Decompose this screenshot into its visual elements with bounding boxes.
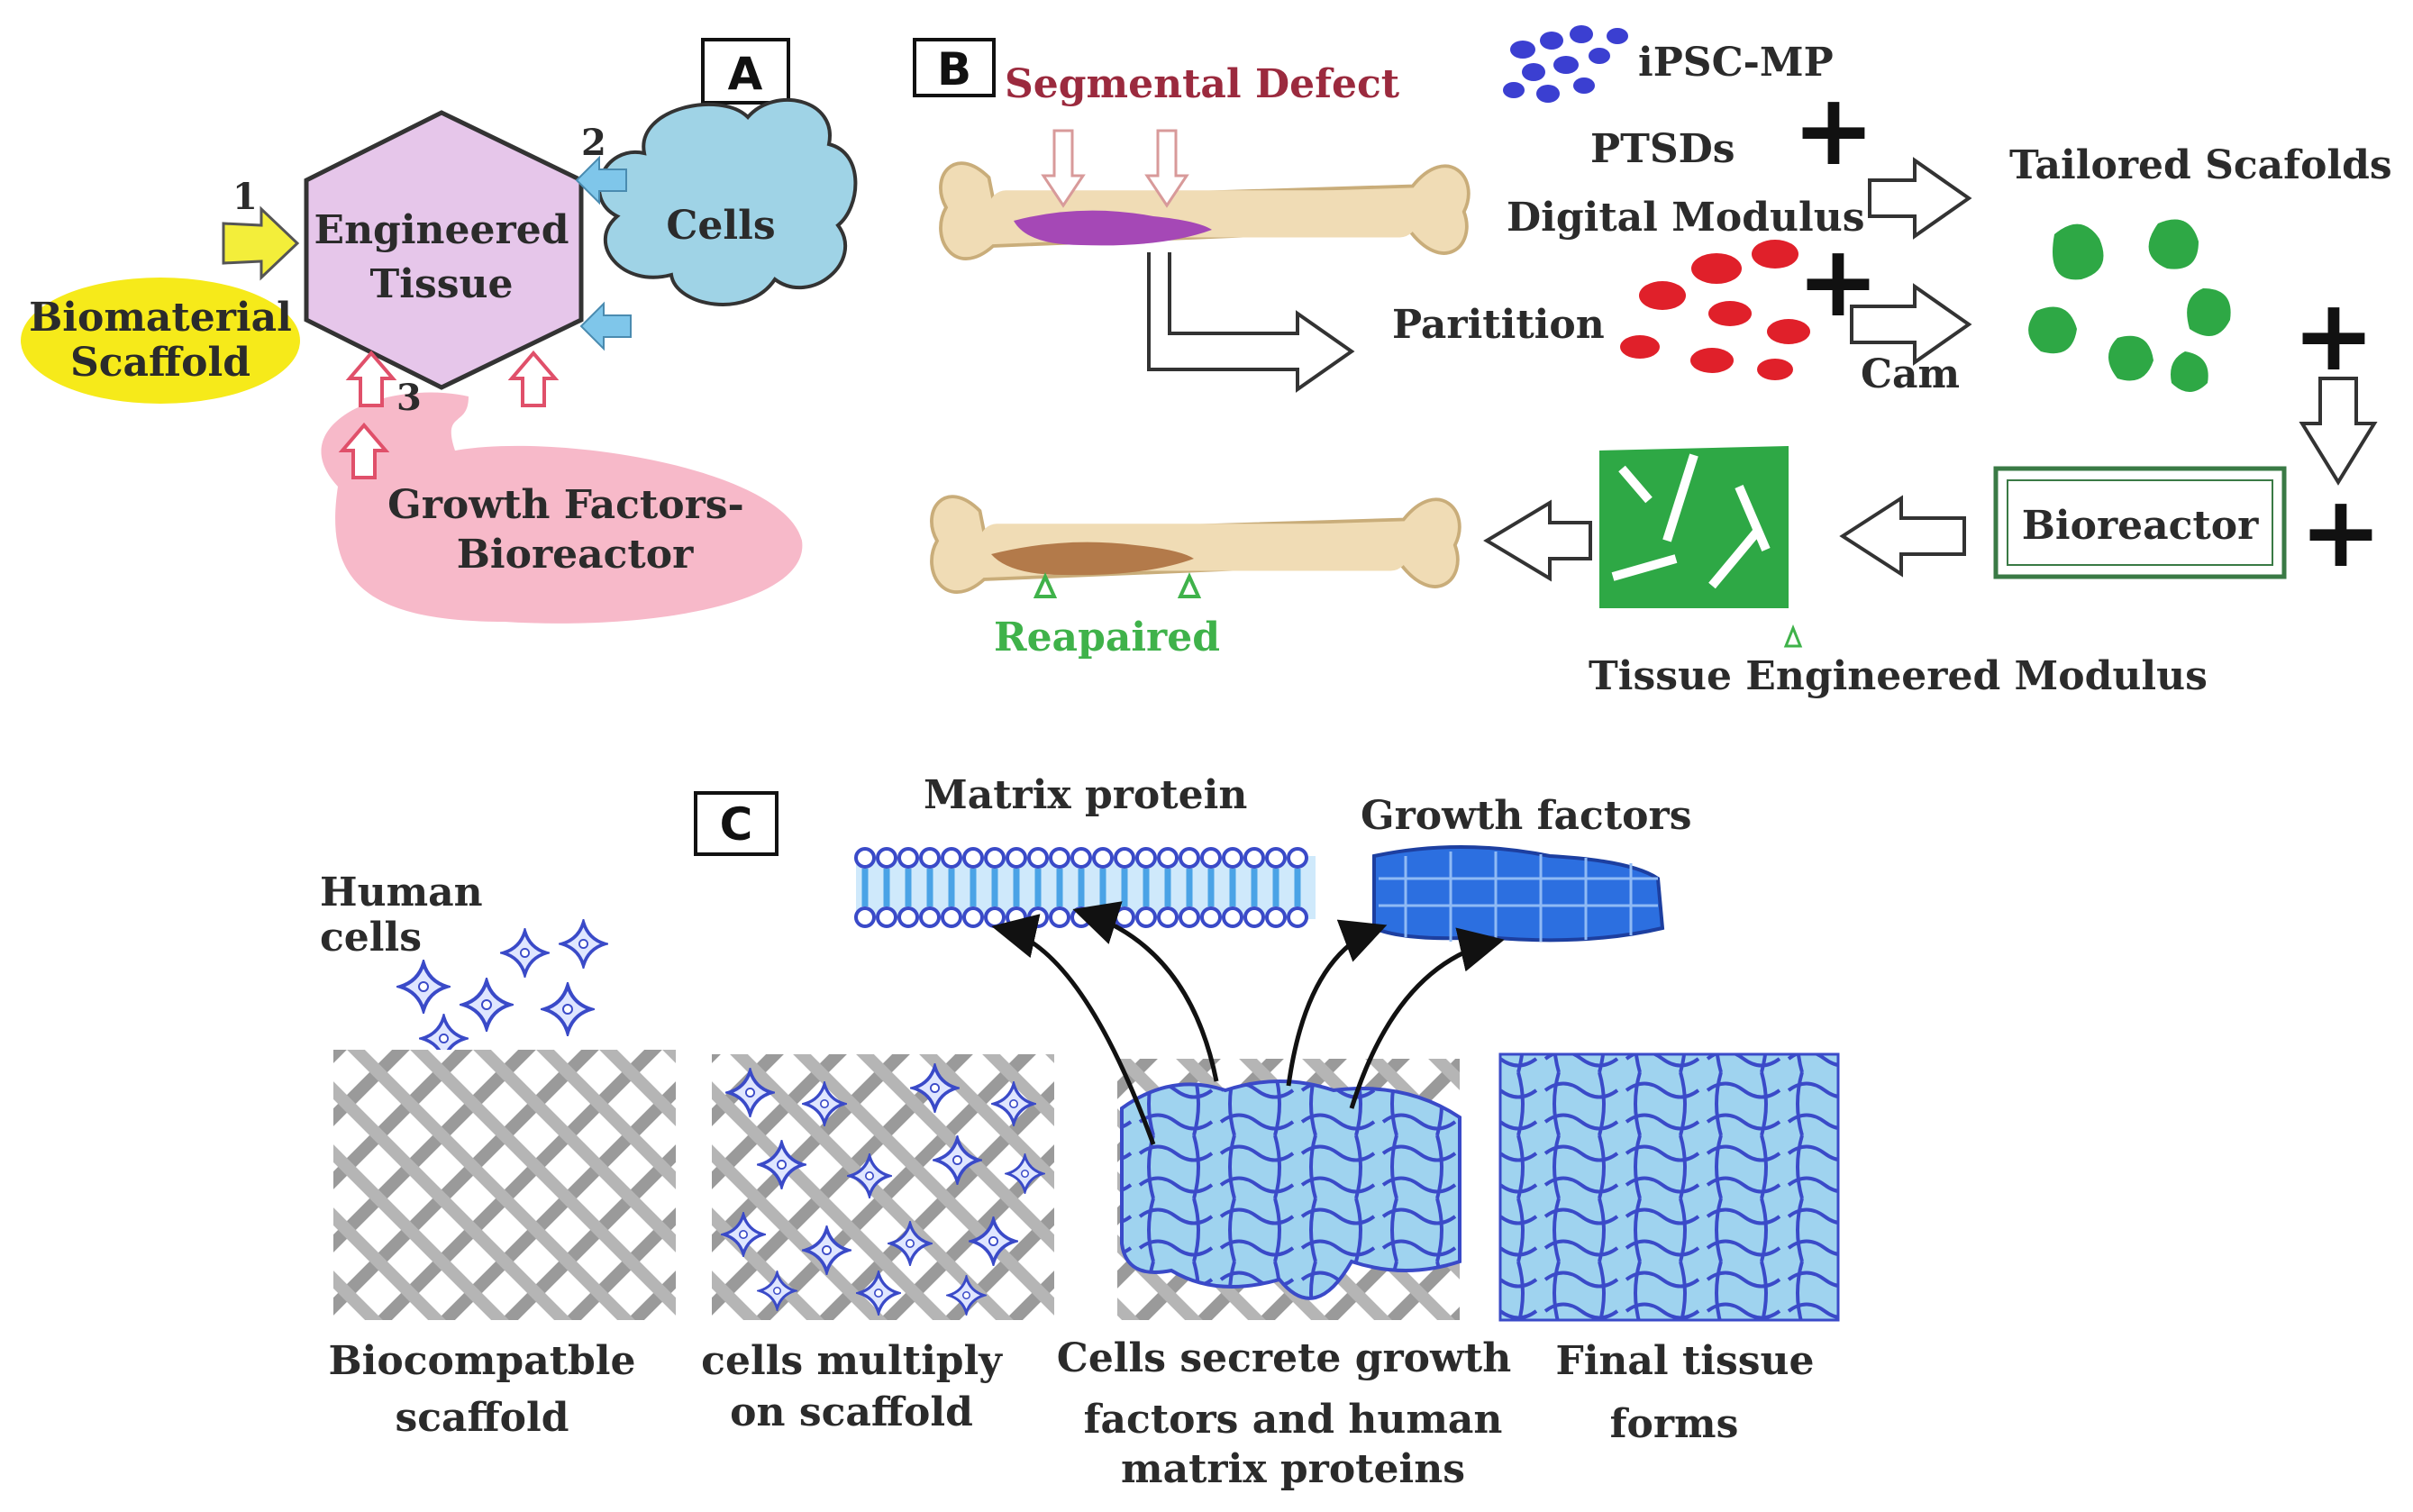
scaffold-label-line1: Biomaterial <box>29 295 292 341</box>
engineered-label-line2: Tissue <box>370 261 514 307</box>
scaffold-label-line2: Scaffold <box>70 340 250 386</box>
secreting-cells-mass <box>1120 1079 1461 1300</box>
tailored-scaffold-cells-icon <box>2028 219 2231 392</box>
repaired-region <box>991 542 1194 576</box>
arrow-to-repaired-bone <box>1483 499 1592 582</box>
biocompatible-scaffold-block <box>333 1050 676 1320</box>
defect-arrow-left <box>1041 129 1086 208</box>
biomaterial-scaffold-blob <box>21 278 300 404</box>
panel-c: C Matrix protein Growth factors Human ce… <box>320 772 1840 1492</box>
step-3-label: 3 <box>396 377 422 419</box>
arrow-cam <box>1850 283 1972 366</box>
bioreactor-box <box>1993 466 2287 579</box>
arrow-2-bottom <box>579 301 632 351</box>
plus-sign-4: + <box>2299 474 2382 589</box>
panel-a-letter-box <box>701 38 790 105</box>
arrow-to-growth-1 <box>1286 919 1388 1087</box>
final-tissue-block <box>1498 1052 1840 1322</box>
arrow-3-lower <box>338 422 390 479</box>
panel-b: B Segmental Defect Paritition iPSC-MP + … <box>913 25 2392 699</box>
panel-b-letter-box <box>913 38 996 97</box>
step4-caption-line1: Final tissue <box>1555 1338 1814 1384</box>
tem-marker <box>1783 624 1803 648</box>
tailored-scaffolds-label: Tailored Scafolds <box>2009 142 2392 188</box>
segmental-defect-label: Segmental Defect <box>1005 61 1400 107</box>
arrow-3-right <box>507 350 560 407</box>
step1-caption-line1: Biocompatble <box>328 1338 635 1384</box>
repair-marker-left <box>1033 572 1058 598</box>
step3-caption-line3: matrix proteins <box>1121 1446 1465 1492</box>
cells-label: Cells <box>666 203 775 249</box>
step4-caption-line2: forms <box>1610 1401 1739 1447</box>
panel-b-letter: B <box>937 43 971 96</box>
arrow-to-matrix-1 <box>991 914 1156 1145</box>
step-1-label: 1 <box>232 176 258 218</box>
growth-label-line2: Bioreactor <box>457 532 694 578</box>
bone-defect-icon <box>941 163 1469 259</box>
step2-caption-line1: cells multiply <box>701 1338 1003 1384</box>
arrow-to-matrix-2 <box>1072 901 1219 1082</box>
human-cells-label-line1: Human <box>320 870 483 915</box>
panel-a-letter: A <box>728 48 763 100</box>
arrow-to-growth-2 <box>1349 927 1505 1109</box>
tissue-engineered-modulus-label: Tissue Engineered Modulus <box>1589 653 2208 699</box>
bone-repaired-icon <box>932 496 1460 592</box>
growth-factors-cluster <box>1372 845 1665 943</box>
panel-a: A Biomaterial Scaffold 1 Engineered Tiss… <box>21 38 858 624</box>
ipsc-cluster-icon <box>1503 25 1628 103</box>
growth-factors-bubble <box>321 392 803 624</box>
red-cells-icon <box>1620 240 1810 380</box>
matrix-protein-label: Matrix protein <box>924 772 1247 818</box>
bioreactor-label: Bioreactor <box>2022 503 2259 549</box>
plus-sign-3: + <box>2292 278 2375 393</box>
step1-caption-line2: scaffold <box>395 1395 569 1441</box>
repair-marker-right <box>1177 572 1202 598</box>
step3-caption-line2: factors and human <box>1084 1397 1503 1443</box>
step-2-label: 2 <box>581 122 606 164</box>
growth-label-line1: Growth Factors- <box>387 482 744 528</box>
step3-caption-line1: Cells secrete growth <box>1057 1335 1511 1381</box>
ipsc-label: iPSC-MP <box>1638 40 1834 86</box>
arrow-3-left <box>345 350 397 407</box>
panel-c-letter-box <box>694 791 779 856</box>
engineered-label-line1: Engineered <box>314 207 569 253</box>
panel-c-letter: C <box>720 798 753 851</box>
growth-factors-label: Growth factors <box>1361 793 1691 839</box>
arrow-1-scaffold <box>222 205 300 281</box>
cam-label: Cam <box>1861 351 1960 397</box>
digital-modulus-label: Digital Modulus <box>1507 195 1865 241</box>
cells-cloud <box>597 97 858 306</box>
partition-arrow <box>1147 252 1355 393</box>
human-cells-icon <box>398 920 607 1062</box>
arrow-down-to-bioreactor <box>2299 377 2378 486</box>
arrow-to-tailored <box>1868 157 1972 240</box>
partition-label: Paritition <box>1392 302 1605 348</box>
defect-region <box>1014 210 1212 246</box>
ptsds-label: PTSDs <box>1590 126 1735 172</box>
repaired-label: Reapaired <box>994 615 1220 660</box>
arrow-2-top <box>575 155 627 205</box>
plus-sign-1: + <box>1792 72 1875 187</box>
step2-caption-line2: on scaffold <box>730 1389 973 1435</box>
defect-arrow-right <box>1144 129 1189 208</box>
arrow-to-tissue-module <box>1839 495 1966 578</box>
cells-multiply-scaffold-block <box>712 1054 1054 1320</box>
human-cells-label-line2: cells <box>320 915 422 961</box>
